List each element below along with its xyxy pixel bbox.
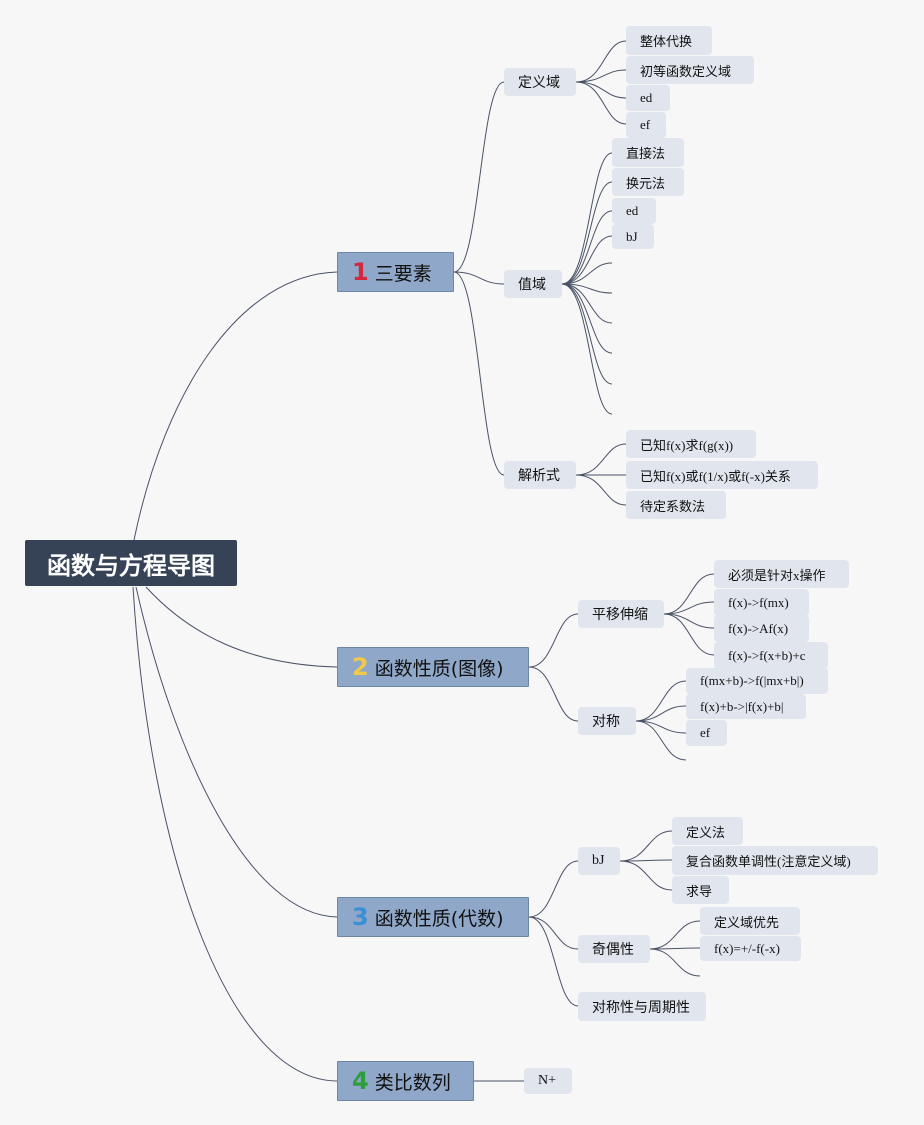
leaf-node[interactable]: ed <box>626 85 670 111</box>
sub-label: bJ <box>592 853 605 868</box>
branch-label-2: 函数性质(图像) <box>374 657 504 680</box>
leaf-node[interactable]: 复合函数单调性(注意定义域) <box>672 846 878 875</box>
sub-label: N+ <box>538 1073 557 1088</box>
leaf-node[interactable]: ef <box>686 720 727 746</box>
sub-node-transform[interactable]: 平移伸缩 <box>578 600 664 628</box>
root-label: 函数与方程导图 <box>47 551 215 580</box>
branch-number-4: 4 <box>352 1067 369 1095</box>
branch-number-2: 2 <box>352 653 369 681</box>
leaf-label: 已知f(x)求f(g(x)) <box>640 437 734 453</box>
leaf-label: f(x)=+/-f(-x) <box>714 940 780 956</box>
leaf-node[interactable]: ef <box>626 112 666 138</box>
leaf-node[interactable]: f(x)=+/-f(-x) <box>700 936 801 961</box>
leaf-label: f(x)->Af(x) <box>728 620 789 636</box>
branch-label-4: 类比数列 <box>374 1071 451 1094</box>
leaf-label: f(mx+b)->f(|mx+b|) <box>700 673 804 688</box>
sub-label: 奇偶性 <box>592 943 634 958</box>
leaf-node[interactable]: 换元法 <box>612 168 684 196</box>
root-node[interactable]: 函数与方程导图 <box>25 540 237 586</box>
leaf-label: f(x)->f(mx) <box>728 594 789 610</box>
sub-node-periodicity[interactable]: 对称性与周期性 <box>578 992 706 1021</box>
leaf-label: 换元法 <box>626 175 666 191</box>
branch-number-1: 1 <box>352 258 369 286</box>
leaf-label: ef <box>700 725 711 740</box>
leaf-label: 已知f(x)或f(1/x)或f(-x)关系 <box>640 468 791 484</box>
leaf-label: 定义法 <box>686 824 726 840</box>
sub-label: 对称 <box>592 715 620 730</box>
leaf-node[interactable]: f(x)->Af(x) <box>714 615 809 642</box>
sub-label: 对称性与周期性 <box>592 1000 690 1016</box>
sub-node-parity[interactable]: 奇偶性 <box>578 935 650 963</box>
branch-node-3[interactable]: 3 函数性质(代数) <box>337 897 529 937</box>
leaf-label: 必须是针对x操作 <box>728 567 826 583</box>
sub-node-symmetry[interactable]: 对称 <box>578 707 636 735</box>
sub-node-domain[interactable]: 定义域 <box>504 68 576 96</box>
branch-label-3: 函数性质(代数) <box>374 907 504 930</box>
branch-node-2[interactable]: 2 函数性质(图像) <box>337 647 529 687</box>
sub-label: 解析式 <box>518 469 560 484</box>
leaf-node[interactable]: 整体代换 <box>626 26 712 55</box>
leaf-label: 直接法 <box>626 146 666 161</box>
leaf-node[interactable]: f(x)->f(x+b)+c <box>714 642 828 669</box>
leaf-label: ed <box>640 90 653 105</box>
leaf-label: 求导 <box>686 883 713 899</box>
sub-label: 值域 <box>518 278 546 293</box>
sub-node-natural[interactable]: N+ <box>524 1068 572 1094</box>
leaf-node[interactable]: 定义法 <box>672 817 743 845</box>
leaf-node[interactable]: 直接法 <box>612 138 684 167</box>
leaf-node[interactable]: 求导 <box>672 876 729 904</box>
leaf-node[interactable]: 待定系数法 <box>626 491 726 519</box>
leaf-node[interactable]: 初等函数定义域 <box>626 56 754 84</box>
leaf-node[interactable]: bJ <box>612 224 654 249</box>
leaf-node[interactable]: 必须是针对x操作 <box>714 560 849 588</box>
leaf-label: ef <box>640 117 651 132</box>
branch-number-3: 3 <box>352 903 369 931</box>
leaf-label: 整体代换 <box>640 34 693 49</box>
leaf-label: f(x)->f(x+b)+c <box>728 647 806 663</box>
leaf-label: bJ <box>626 228 638 244</box>
leaf-node[interactable]: f(x)->f(mx) <box>714 589 809 616</box>
leaf-label: 定义域优先 <box>714 914 780 930</box>
sub-node-range[interactable]: 值域 <box>504 270 562 298</box>
leaf-node[interactable]: f(x)+b->|f(x)+b| <box>686 694 806 719</box>
leaf-node[interactable]: 定义域优先 <box>700 907 800 935</box>
leaf-label: f(x)+b->|f(x)+b| <box>700 698 784 714</box>
leaf-label: 复合函数单调性(注意定义域) <box>686 854 851 869</box>
leaf-node[interactable]: f(mx+b)->f(|mx+b|) <box>686 668 828 694</box>
leaf-label: ed <box>626 203 639 218</box>
leaf-node[interactable]: 已知f(x)或f(1/x)或f(-x)关系 <box>626 461 818 489</box>
leaf-node[interactable]: 已知f(x)求f(g(x)) <box>626 430 756 458</box>
branch-label-1: 三要素 <box>374 262 432 285</box>
sub-node-monotonicity[interactable]: bJ <box>578 847 620 875</box>
leaf-label: 待定系数法 <box>640 498 706 514</box>
sub-node-analytic[interactable]: 解析式 <box>504 461 576 489</box>
leaf-label: 初等函数定义域 <box>640 63 732 79</box>
leaf-node[interactable]: ed <box>612 198 656 224</box>
branch-node-1[interactable]: 1 三要素 <box>337 252 454 292</box>
sub-label: 定义域 <box>518 76 560 91</box>
branch-node-4[interactable]: 4 类比数列 <box>337 1061 474 1101</box>
sub-label: 平移伸缩 <box>592 608 648 623</box>
